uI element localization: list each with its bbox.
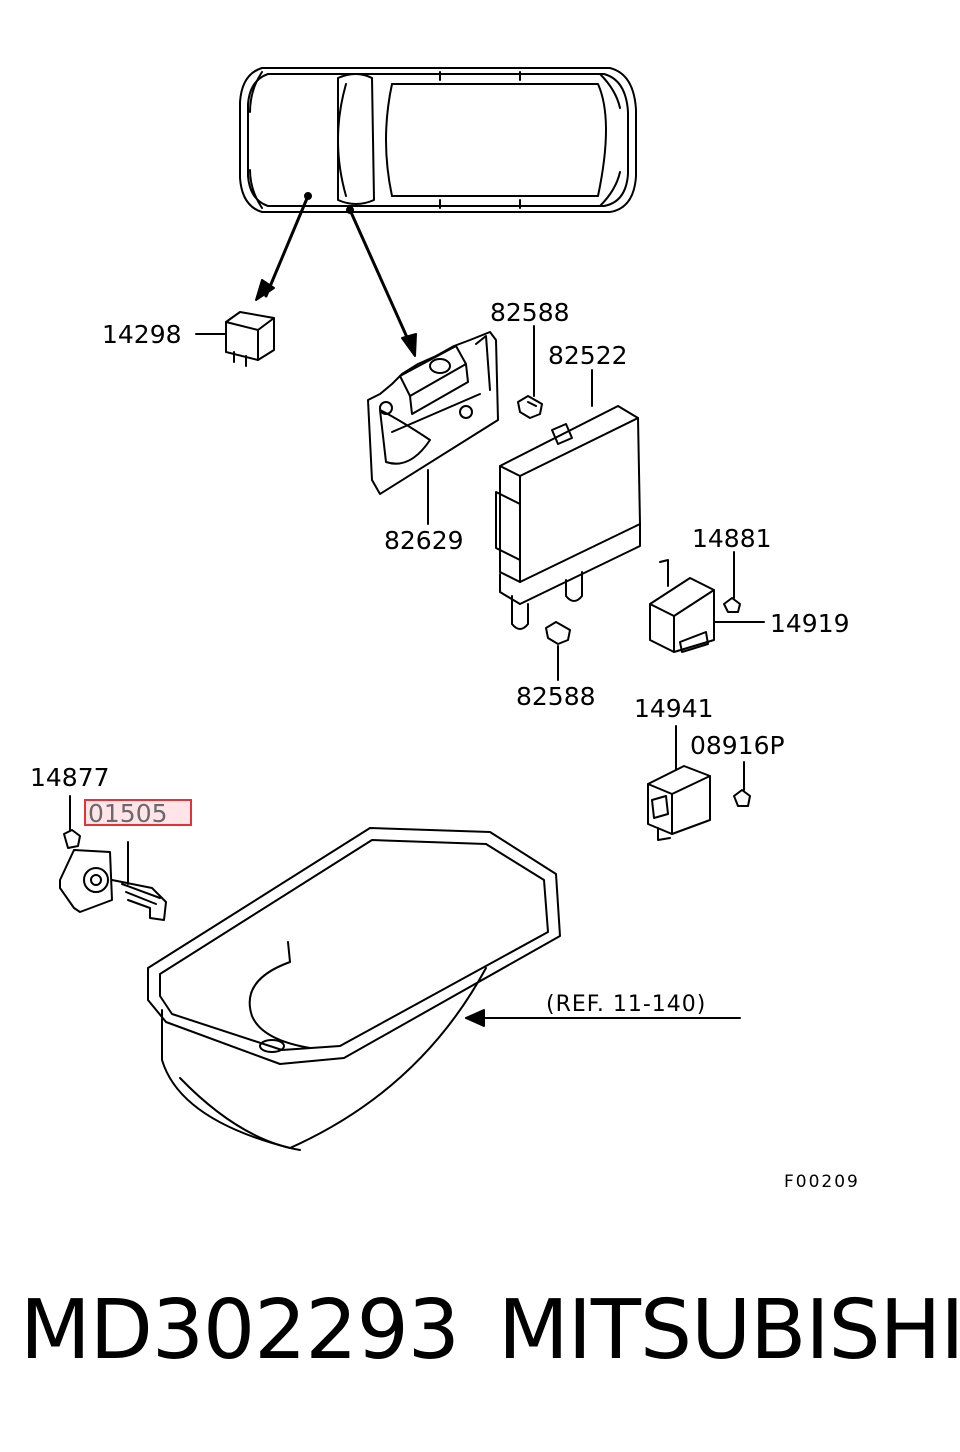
callout-14881: 14881 <box>692 524 772 553</box>
part-number: MD302293 <box>20 1283 460 1378</box>
footer: MD302293 MITSUBISHI <box>0 1290 960 1390</box>
callout-01505: 01505 <box>88 799 168 828</box>
locator-arrows <box>255 192 417 357</box>
callout-08916p: 08916P <box>690 731 785 760</box>
bolt-82588-bottom <box>545 621 571 681</box>
callout-14298: 14298 <box>102 320 182 349</box>
module-14919 <box>649 551 765 653</box>
callout-82629: 82629 <box>384 526 464 555</box>
vehicle-outline <box>239 67 637 213</box>
reference-note: (REF. 11-140) <box>546 992 707 1017</box>
callout-14877: 14877 <box>30 763 110 792</box>
switch-01505 <box>59 795 167 921</box>
callout-82588-bottom: 82588 <box>516 682 596 711</box>
callout-14919: 14919 <box>770 609 850 638</box>
callout-82588-top: 82588 <box>490 298 570 327</box>
relay-14941 <box>647 725 751 841</box>
control-unit-82522 <box>495 369 641 630</box>
callout-82522: 82522 <box>548 341 628 370</box>
bracket-82629 <box>367 331 499 525</box>
callout-14941: 14941 <box>634 694 714 723</box>
highlighted-callout-01505: 01505 <box>84 799 192 826</box>
brand-name: MITSUBISHI <box>498 1283 960 1378</box>
relay-14298 <box>195 311 275 367</box>
bolt-82588-top <box>517 325 543 419</box>
figure-code: F00209 <box>784 1172 860 1192</box>
parts-diagram <box>59 67 765 1151</box>
oil-pan <box>147 827 741 1151</box>
